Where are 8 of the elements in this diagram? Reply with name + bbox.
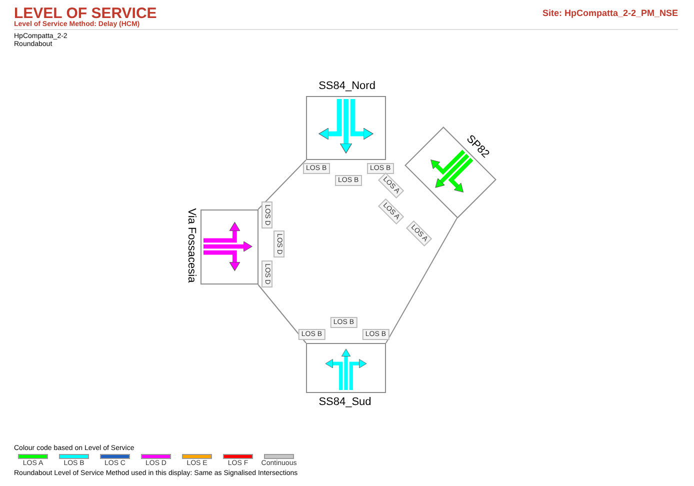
connector-line — [386, 217, 458, 344]
report-title: LEVEL OF SERVICE — [14, 6, 157, 21]
approach-name: SS84_Sud — [318, 397, 372, 408]
connector-line — [258, 160, 306, 210]
approach-name: Via Fossacesia — [185, 207, 196, 286]
site-name: Site: HpCompatta_2-2_PM_NSE — [542, 9, 678, 18]
approach-name: SS84_Nord — [318, 81, 376, 92]
connector-line — [258, 284, 306, 344]
